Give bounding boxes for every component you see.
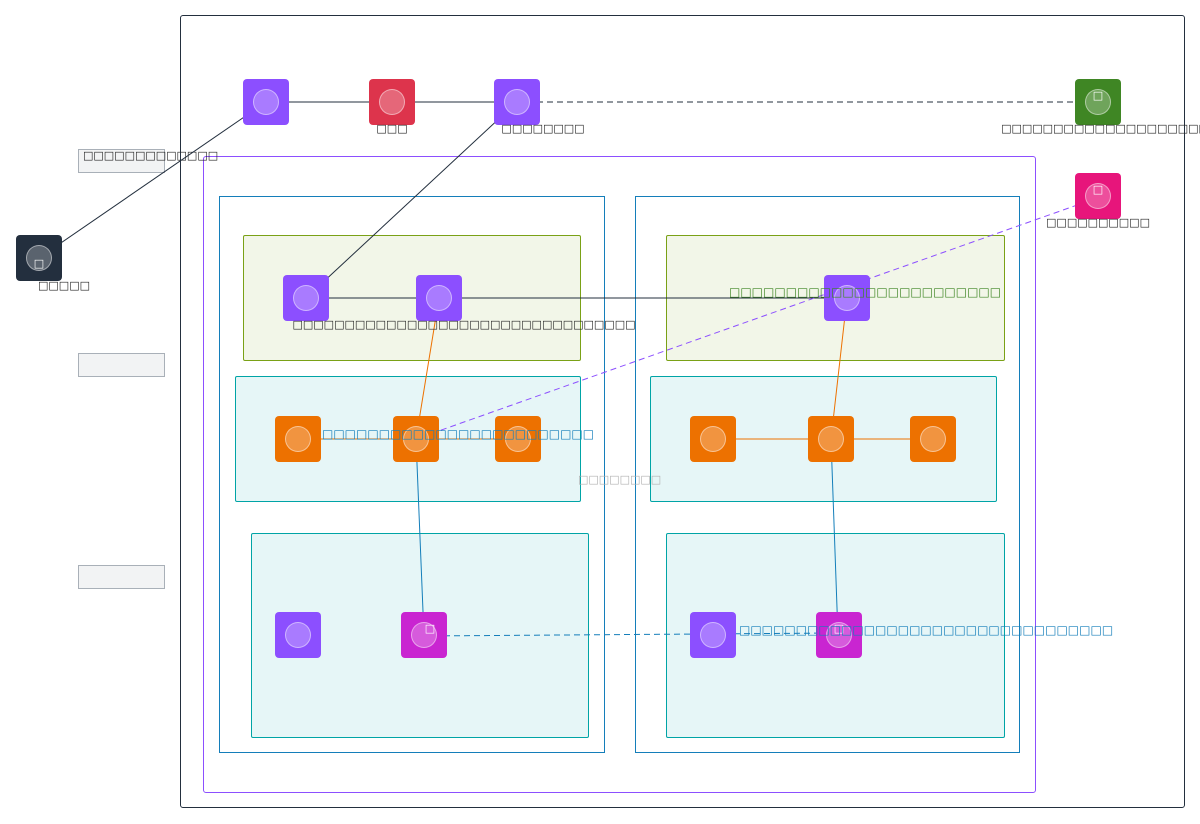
- az1-nat-node[interactable]: [416, 275, 462, 321]
- compute-icon: [818, 426, 844, 452]
- vpc-center-label: □□□□□□□□: [578, 473, 662, 486]
- edge-user-to-edge: [38, 101, 267, 259]
- compute-icon: [700, 426, 726, 452]
- managed-service-icon: [1085, 183, 1111, 209]
- edge-service-icon: [253, 89, 279, 115]
- edge-az1-app-to-db: [415, 438, 427, 637]
- database-icon: [826, 622, 852, 648]
- legend-item-3: [78, 565, 165, 589]
- az2-nat-node[interactable]: [824, 275, 870, 321]
- load-balancer-icon: [293, 285, 319, 311]
- az2-app-c-node[interactable]: [910, 416, 956, 462]
- db-replication-label: □□□□□□□□□□□□□□□□□□□□□□□□□□□□□□□□□: [739, 623, 1114, 637]
- az1-database-glyph: □: [424, 622, 436, 635]
- security-icon: [379, 89, 405, 115]
- network-icon: [285, 622, 311, 648]
- az2-data-a-node[interactable]: [690, 612, 736, 658]
- right-service-node[interactable]: □: [1075, 173, 1121, 219]
- az2-app-b-node[interactable]: [808, 416, 854, 462]
- az2-public-edge-label: □□□□□□□□□□□□□□□□□□□□□□□□: [729, 285, 1002, 299]
- edge-gateway-to-az1-lb: [305, 101, 518, 299]
- cloud-frame: [180, 15, 1185, 808]
- az1-database-node[interactable]: □: [401, 612, 447, 658]
- legend-item-1-label: □□□□□□□□□□□□□: [83, 149, 219, 162]
- az1-app-c-node[interactable]: [495, 416, 541, 462]
- az1-app-a-node[interactable]: [275, 416, 321, 462]
- az2-app-a-node[interactable]: [690, 416, 736, 462]
- top-security-label: □□□: [376, 122, 408, 135]
- az2-database-node[interactable]: □: [816, 612, 862, 658]
- gateway-icon: [504, 89, 530, 115]
- top-security-node[interactable]: [369, 79, 415, 125]
- availability-zone-1: [219, 196, 605, 753]
- top-external-label: □□□□□□□□□□□□□□□□□□□□: [1001, 122, 1200, 135]
- edge-az2-nat-to-app: [828, 297, 848, 440]
- top-edge-node[interactable]: [243, 79, 289, 125]
- user-glyph: □: [33, 257, 45, 270]
- external-glyph: □: [1092, 89, 1104, 102]
- user-label: □□□□□: [38, 279, 90, 292]
- top-gateway-label: □□□□□□□□: [501, 122, 585, 135]
- legend-item-2: [78, 353, 165, 377]
- database-icon: [411, 622, 437, 648]
- external-service-icon: [1085, 89, 1111, 115]
- top-external-node[interactable]: □: [1075, 79, 1121, 125]
- compute-icon: [403, 426, 429, 452]
- top-gateway-node[interactable]: [494, 79, 540, 125]
- nat-gateway-icon: [426, 285, 452, 311]
- edge-az1-nat-to-app: [414, 297, 440, 440]
- compute-icon: [505, 426, 531, 452]
- vpc-group: [203, 156, 1036, 793]
- az1-nat-label: □□□□□□□□□□□□□□□□□□□□□□□□□□□□□□□□□: [292, 318, 636, 331]
- right-service-glyph: □: [1092, 183, 1104, 196]
- availability-zone-2: [635, 196, 1020, 753]
- edge-service-to-az1-app: [415, 197, 1098, 440]
- az1-data-a-node[interactable]: [275, 612, 321, 658]
- legend-item-1: □□□□□□□□□□□□□: [78, 149, 218, 173]
- user-icon: [26, 245, 52, 271]
- az2-database-glyph: □: [833, 622, 845, 635]
- az1-app-b-node[interactable]: [393, 416, 439, 462]
- edge-az2-app-to-db: [830, 438, 841, 637]
- network-icon: [700, 622, 726, 648]
- user-node[interactable]: □: [16, 235, 62, 281]
- edge-db-replication: [423, 629, 839, 637]
- nat-gateway-icon: [834, 285, 860, 311]
- az1-app-edge-label: □□□□□□□□□□□□□□□□□□□□□□□□: [322, 427, 595, 441]
- compute-icon: [920, 426, 946, 452]
- right-service-label: □□□□□□□□□□: [1046, 216, 1150, 229]
- compute-icon: [285, 426, 311, 452]
- az1-load-balancer-node[interactable]: [283, 275, 329, 321]
